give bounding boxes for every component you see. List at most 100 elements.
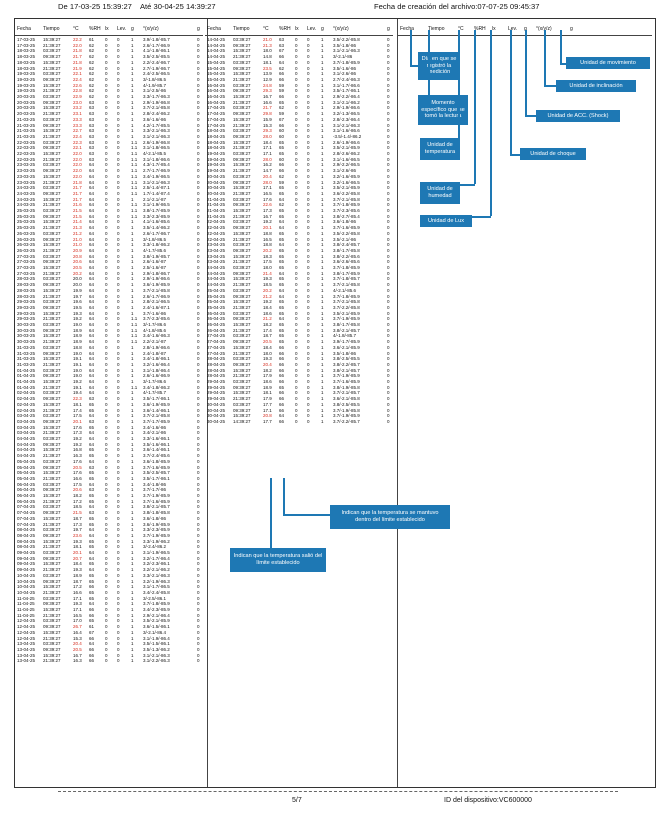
table-cell: 04-04-25 [17,453,36,459]
table-cell: 1 [321,361,324,367]
table-cell: 22.0 [73,162,82,168]
table-cell: 0 [105,151,108,156]
table-cell: 0 [387,71,390,77]
table-cell: 66 [279,71,285,77]
table-cell: 0 [197,481,200,487]
table-cell: 0 [117,310,120,316]
table-cell: 0 [197,99,200,105]
table-cell: 0 [307,287,310,293]
table-cell: 65 [279,299,285,305]
table-cell: 21.5 [73,208,82,213]
table-cell: 0 [105,641,108,647]
table-cell: 0 [387,48,390,54]
table-cell: 3.8/-1.7/-85.8 [333,322,360,327]
table-cell: 0 [117,572,120,578]
table-cell: 64 [279,270,285,276]
table-cell: 0 [197,584,200,590]
table-cell: 15:39:27 [43,82,61,88]
table-cell: 0 [295,156,298,162]
table-cell: 11-04-25 [17,601,35,607]
table-cell: 0 [117,37,120,42]
table-cell: 0 [307,145,310,151]
table-cell: 0 [307,82,310,88]
table-cell: 66 [279,350,285,356]
table-cell: 20-04-25 [207,179,226,185]
table-cell: 1 [131,367,134,373]
table-cell: 21.8 [73,59,82,65]
table-cell: 09:39:27 [233,384,251,390]
table-cell: 0 [295,208,298,213]
table-cell: 3.1/-1.6/-86.6 [333,128,360,134]
table-cell: 1 [321,247,324,253]
table-cell: 21:39:27 [233,373,251,379]
table-cell: 0 [105,190,108,196]
column-header: Fecha [207,26,221,32]
table-cell: 0 [197,424,200,430]
table-cell: 0 [295,111,298,117]
table-cell: 3.7/-2.3/-85.6 [333,208,360,213]
legend-column-header: Fecha [400,26,414,32]
table-cell: 0 [105,572,108,578]
table-cell: 3.7/-2.1/-85.8 [333,196,360,202]
table-cell: 1 [321,168,324,174]
table-cell: 19.9 [73,287,82,293]
table-cell: 24-04-25 [207,276,226,282]
table-cell: 18.8 [263,230,272,236]
table-cell: 0 [117,219,120,225]
table-cell: 0 [387,42,390,48]
table-cell: 1 [131,487,134,493]
table-cell: 0 [295,282,298,288]
table-cell: 16-04-25 [207,94,226,99]
table-cell: 0 [307,37,310,42]
table-cell: 06-04-25 [17,493,36,498]
table-cell: 2.7/-2.4/-86.3 [333,76,360,82]
table-cell: 09:39:27 [43,532,61,538]
table-cell: 0 [117,339,120,345]
table-cell: 1 [321,344,324,350]
table-cell: 0 [295,219,298,225]
table-cell: 0 [197,595,200,601]
table-cell: 1 [321,162,324,168]
table-cell: 0 [387,322,390,327]
table-cell: 0 [387,361,390,367]
table-cell: 3.7/-1.8/-85.9 [333,265,360,270]
table-cell: 0 [295,168,298,174]
table-cell: 3.7/-1.9/-85.9 [333,413,360,419]
table-cell: 3.7/-1.6/-85.9 [333,379,360,384]
table-cell: 0 [105,612,108,618]
table-cell: 09:39:27 [43,646,61,652]
table-cell: 65 [279,310,285,316]
table-cell: 0 [307,105,310,111]
table-cell: 0 [295,185,298,191]
table-cell: 4/-1.8/-85.7 [333,333,357,339]
table-cell: 3.6/-1.8/-86 [333,219,357,225]
table-cell: 0 [295,390,298,396]
table-cell: 3.1/-1.7/-86.5 [143,584,170,590]
table-cell: 0 [117,88,120,94]
table-cell: 21:39:27 [43,544,61,550]
table-cell: 09:39:27 [43,213,61,219]
table-cell: 1 [131,595,134,601]
table-cell: 3.4/-1.6/-86.3 [143,333,170,339]
table-cell: 22.2 [73,37,82,42]
table-cell: 0 [117,493,120,498]
table-cell: 3.5/-2.1/-85.9 [333,185,360,191]
table-cell: 0 [307,48,310,54]
table-cell: 3.7/-1.9/-85.8 [333,407,360,413]
table-cell: 65 [279,247,285,253]
table-cell: 0 [295,413,298,419]
table-cell: 0 [197,441,200,447]
table-cell: 21:39:27 [43,179,61,185]
table-cell: 0 [105,498,108,504]
table-cell: 66 [279,418,285,424]
table-cell: 0 [307,196,310,202]
table-cell: 0 [387,196,390,202]
table-cell: 63 [279,37,285,42]
table-cell: 66 [89,584,95,590]
table-cell: 0 [117,441,120,447]
table-cell: 20.0 [73,276,82,282]
table-cell: 12-04-25 [17,618,36,624]
table-cell: 29-03-25 [17,310,36,316]
table-cell: 0 [105,475,108,481]
table-cell: 0 [307,225,310,231]
